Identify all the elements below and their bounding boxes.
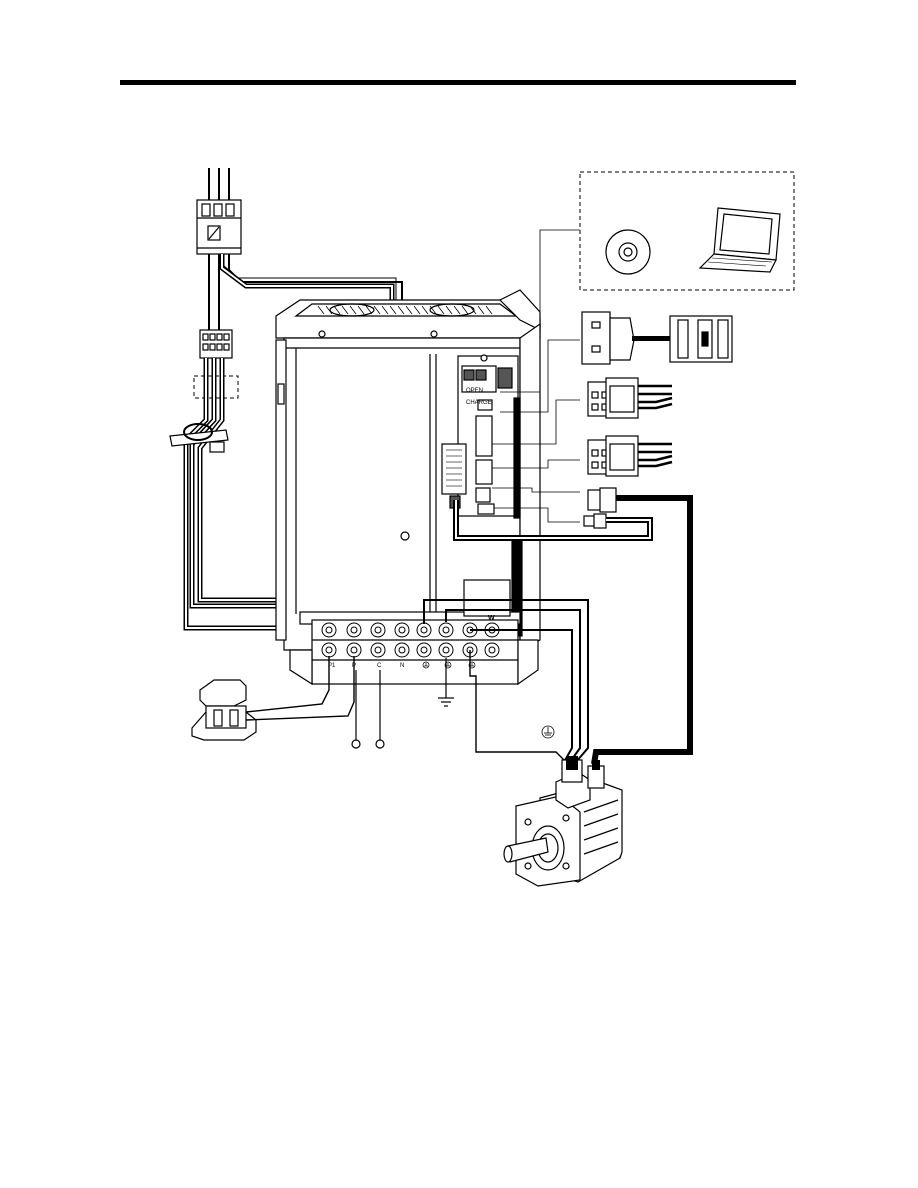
motor-power-cable-end [566,756,578,770]
supply-wires [209,168,229,200]
laptop-icon [700,208,780,272]
cable-3 [638,444,672,466]
open-label: OPEN [466,388,483,394]
cd-rom-icon [606,230,650,274]
circuit-breaker-icon [197,200,241,254]
terminal-label-w: W [488,615,495,622]
reactor-icon [192,680,256,740]
io-connector-icon-2 [588,436,638,476]
io-connector-icon [588,378,638,418]
pc-connector-icon [670,316,732,362]
cable-1 [632,336,672,341]
header-rule [120,80,796,85]
motor-encoder-cable-end [592,760,600,770]
terminal-label-n: N [400,663,404,669]
ground-icon-motor [542,726,554,738]
terminal-label-c: C [377,663,382,669]
charge-label: CHARGE [466,400,492,406]
connector-icon [582,312,634,364]
cable-2 [638,386,672,408]
contactor-icon [200,330,232,358]
servo-motor-icon [504,760,622,886]
servo-drive [276,290,540,650]
